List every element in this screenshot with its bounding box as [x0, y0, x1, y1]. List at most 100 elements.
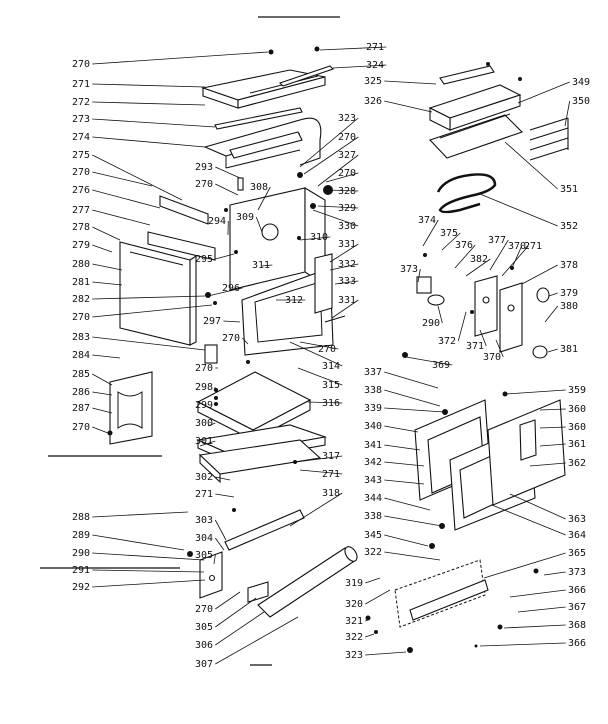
leader-line [384, 515, 443, 527]
leader-line [295, 455, 343, 463]
leader-line [303, 136, 359, 175]
leader-line [479, 642, 566, 647]
part-callout-322: 322 [364, 547, 382, 558]
part-callout-317: 317 [322, 451, 340, 462]
screw-part [237, 177, 244, 191]
leader-line [384, 389, 441, 407]
part-callout-331: 331 [338, 295, 356, 306]
switch-part [416, 276, 432, 294]
part-callout-296: 296 [222, 283, 240, 294]
separator-lines [40, 16, 340, 666]
part-callout-363: 363 [568, 514, 586, 525]
leader-line [213, 554, 216, 565]
part-callout-280: 280 [72, 259, 90, 270]
part-callout-325: 325 [364, 76, 382, 87]
part-callout-281: 281 [72, 277, 90, 288]
leader-line [457, 311, 467, 342]
part-callout-272: 272 [72, 97, 90, 108]
part-callout-375: 375 [440, 228, 458, 239]
oven-door-glass-part [414, 399, 566, 531]
part-callout-271: 271 [366, 42, 384, 53]
part-callout-314: 314 [322, 361, 340, 372]
part-callout-349: 349 [572, 77, 590, 88]
leader-line [299, 236, 331, 241]
part-callout-271: 271 [72, 79, 90, 90]
leader-line [215, 611, 265, 646]
bracket-part [159, 195, 209, 225]
control-panel-part [428, 65, 524, 159]
leader-line [317, 154, 359, 187]
leader-line [92, 136, 206, 148]
part-drawings [107, 46, 569, 653]
leader-line [517, 81, 570, 104]
part-callout-299: 299 [195, 400, 213, 411]
part-callout-274: 274 [72, 132, 90, 143]
lower-bracket-assembly-part [199, 509, 305, 603]
part-callout-340: 340 [364, 421, 382, 432]
leader-line [365, 589, 391, 605]
part-callout-293: 293 [195, 162, 213, 173]
leader-line [199, 440, 216, 447]
leader-line [384, 407, 445, 413]
leader-line [327, 189, 359, 192]
part-callout-307: 307 [195, 659, 213, 670]
part-callout-271: 271 [195, 489, 213, 500]
leader-line [257, 186, 271, 211]
part-callout-370: 370 [483, 352, 501, 363]
part-callout-270: 270 [72, 167, 90, 178]
leader-line [483, 552, 566, 579]
part-callout-366: 366 [568, 638, 586, 649]
leader-lines [92, 46, 571, 665]
lower-hinge-bracket-part [109, 371, 153, 445]
front-trim-part [214, 107, 303, 130]
leader-line [223, 320, 241, 323]
part-callout-283: 283 [72, 332, 90, 343]
leader-line [307, 401, 343, 404]
leader-line [92, 209, 151, 226]
part-callout-365: 365 [568, 548, 586, 559]
leader-line [92, 171, 153, 187]
leader-line [92, 336, 206, 351]
part-callout-305: 305 [195, 550, 213, 561]
leader-line [489, 239, 509, 271]
part-callout-270: 270 [338, 168, 356, 179]
leader-line [509, 589, 566, 598]
part-callout-291: 291 [72, 565, 90, 576]
leader-line [214, 537, 225, 551]
leader-line [505, 389, 566, 395]
part-callout-371: 371 [466, 341, 484, 352]
part-callout-351: 351 [560, 184, 578, 195]
part-callout-315: 315 [322, 380, 340, 391]
heating-element-part [436, 173, 497, 214]
leader-line [543, 571, 566, 576]
leader-line [332, 64, 387, 69]
part-callout-270: 270 [222, 333, 240, 344]
leader-line [92, 226, 121, 241]
leader-line [384, 461, 425, 467]
part-callout-359: 359 [568, 385, 586, 396]
leader-line [521, 264, 558, 285]
leader-line [544, 305, 559, 323]
leader-line [92, 118, 216, 128]
part-callout-328: 328 [338, 186, 356, 197]
leader-line [529, 462, 566, 467]
leader-line [465, 258, 491, 277]
part-callout-381: 381 [560, 344, 578, 355]
leader-line [437, 305, 443, 324]
part-callout-290: 290 [422, 318, 440, 329]
part-callout-270: 270 [195, 604, 213, 615]
fasteners [107, 46, 539, 653]
part-callout-362: 362 [568, 458, 586, 469]
part-callout-339: 339 [364, 403, 382, 414]
leader-line [213, 403, 216, 406]
part-callout-275: 275 [72, 150, 90, 161]
leader-line [384, 425, 419, 433]
leader-line [331, 299, 359, 319]
part-callout-374: 374 [418, 215, 436, 226]
leader-line [215, 493, 235, 498]
leader-line [261, 264, 273, 267]
leader-line [92, 304, 213, 318]
part-callout-341: 341 [364, 440, 382, 451]
part-callout-292: 292 [72, 582, 90, 593]
part-callout-286: 286 [72, 387, 90, 398]
